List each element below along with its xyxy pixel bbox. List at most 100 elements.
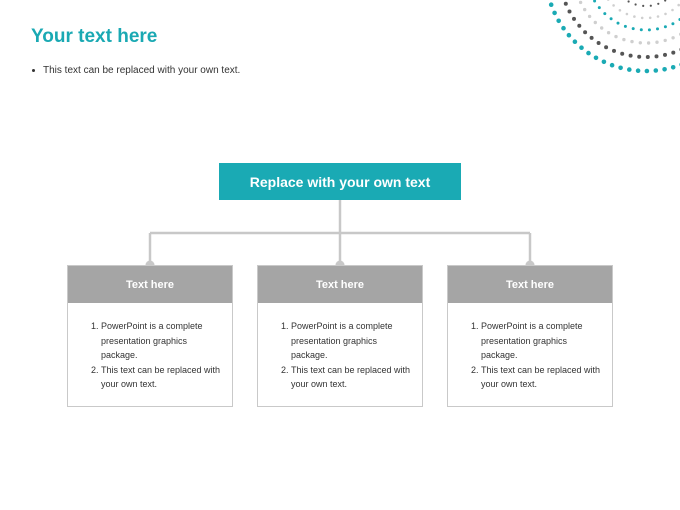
decoration-dot [663,25,667,29]
decoration-dot [663,52,667,57]
decoration-dot [600,26,604,30]
decoration-dot [638,41,642,45]
list-item: PowerPoint is a complete presentation gr… [291,319,412,363]
decoration-dot [655,40,659,44]
decoration-dot [579,45,584,50]
decoration-dot [620,51,625,56]
decoration-dot [583,7,587,12]
decoration-dot [603,12,607,16]
card-heading: Text here [258,266,422,303]
decoration-dot [604,45,609,50]
decoration-dot [606,0,610,1]
decoration-dot [609,17,613,21]
decoration-dot [548,2,554,8]
list-item: PowerPoint is a complete presentation gr… [481,319,602,363]
list-item: PowerPoint is a complete presentation gr… [101,319,222,363]
decoration-dot [648,16,652,20]
bullet-icon [32,69,35,72]
decoration-dot [628,53,633,58]
decoration-dot [583,30,588,35]
decoration-dot [677,3,680,7]
decoration-dot [566,32,572,38]
decoration-dot [654,54,659,59]
top-box: Replace with your own text [219,163,461,200]
card-heading: Text here [448,266,612,303]
decoration-dot [657,2,660,5]
decoration-dot [577,23,582,28]
decoration-dot [578,0,583,5]
card-list: PowerPoint is a complete presentation gr… [448,303,612,392]
decoration-dot [572,39,578,44]
decoration-dot [640,16,644,20]
decoration-dot [664,0,667,2]
decoration-dot [630,39,634,44]
decoration-dot [593,0,597,3]
decoration-dot [567,9,572,14]
decoration-dot [634,3,637,6]
decoration-dot [663,38,667,43]
decoration-dot [670,65,676,70]
decoration-dot [644,68,650,74]
bullet-item: This text can be replaced with your own … [32,65,240,76]
decoration-dot [627,0,630,3]
decoration-dot [627,67,632,72]
decoration-dot [646,41,651,45]
decoration-dot [631,27,635,31]
decoration-dot [609,62,615,68]
decoration-dot [653,68,659,73]
slide-title: Your text here [31,26,158,47]
card-list: PowerPoint is a complete presentation gr… [68,303,232,392]
decoration-dot [662,67,667,72]
decoration-dot [639,28,643,32]
list-item: This text can be replaced with your own … [481,363,602,392]
decoration-dot [587,14,592,19]
decoration-dot [647,28,651,32]
dotted-arc-decoration [548,0,680,74]
decoration-dot [561,25,566,31]
decoration-dot [637,54,642,59]
decoration-dot [556,18,561,24]
decoration-dot [664,12,667,16]
decoration-dot [625,12,629,16]
card-3: Text here PowerPoint is a complete prese… [447,265,613,407]
card-2: Text here PowerPoint is a complete prese… [257,265,423,407]
decoration-dot [614,34,618,39]
decoration-dot [642,4,645,7]
decoration-dot [623,24,627,28]
decoration-dot [622,37,626,42]
decoration-dot [593,20,597,25]
decoration-dot [589,35,594,40]
decoration-dot [601,59,607,65]
decoration-dot [671,22,675,26]
top-box-label: Replace with your own text [249,173,431,190]
decoration-dot [586,50,591,56]
decoration-dot [618,65,623,71]
decoration-dot [563,1,568,6]
decoration-dot [633,15,636,18]
decoration-dot [645,55,650,59]
decoration-dot [606,31,611,35]
card-list: PowerPoint is a complete presentation gr… [258,303,422,392]
card-1: Text here PowerPoint is a complete prese… [67,265,233,407]
decoration-dot [612,48,616,53]
decoration-dot [597,6,601,10]
list-item: This text can be replaced with your own … [291,363,412,392]
card-heading: Text here [68,266,232,303]
decoration-dot [671,50,676,55]
decoration-dot [596,41,601,45]
decoration-dot [618,9,622,12]
decoration-dot [552,10,557,16]
bullet-text: This text can be replaced with your own … [43,65,241,76]
decoration-dot [616,21,620,25]
list-item: This text can be replaced with your own … [101,363,222,392]
decoration-dot [671,36,675,40]
decoration-dot [656,15,660,18]
decoration-dot [656,27,659,31]
decoration-dot [671,8,674,12]
decoration-dot [635,68,641,73]
decoration-dot [612,4,615,7]
decoration-dot [572,16,576,21]
decoration-dot [649,4,652,7]
decoration-dot [593,55,599,61]
